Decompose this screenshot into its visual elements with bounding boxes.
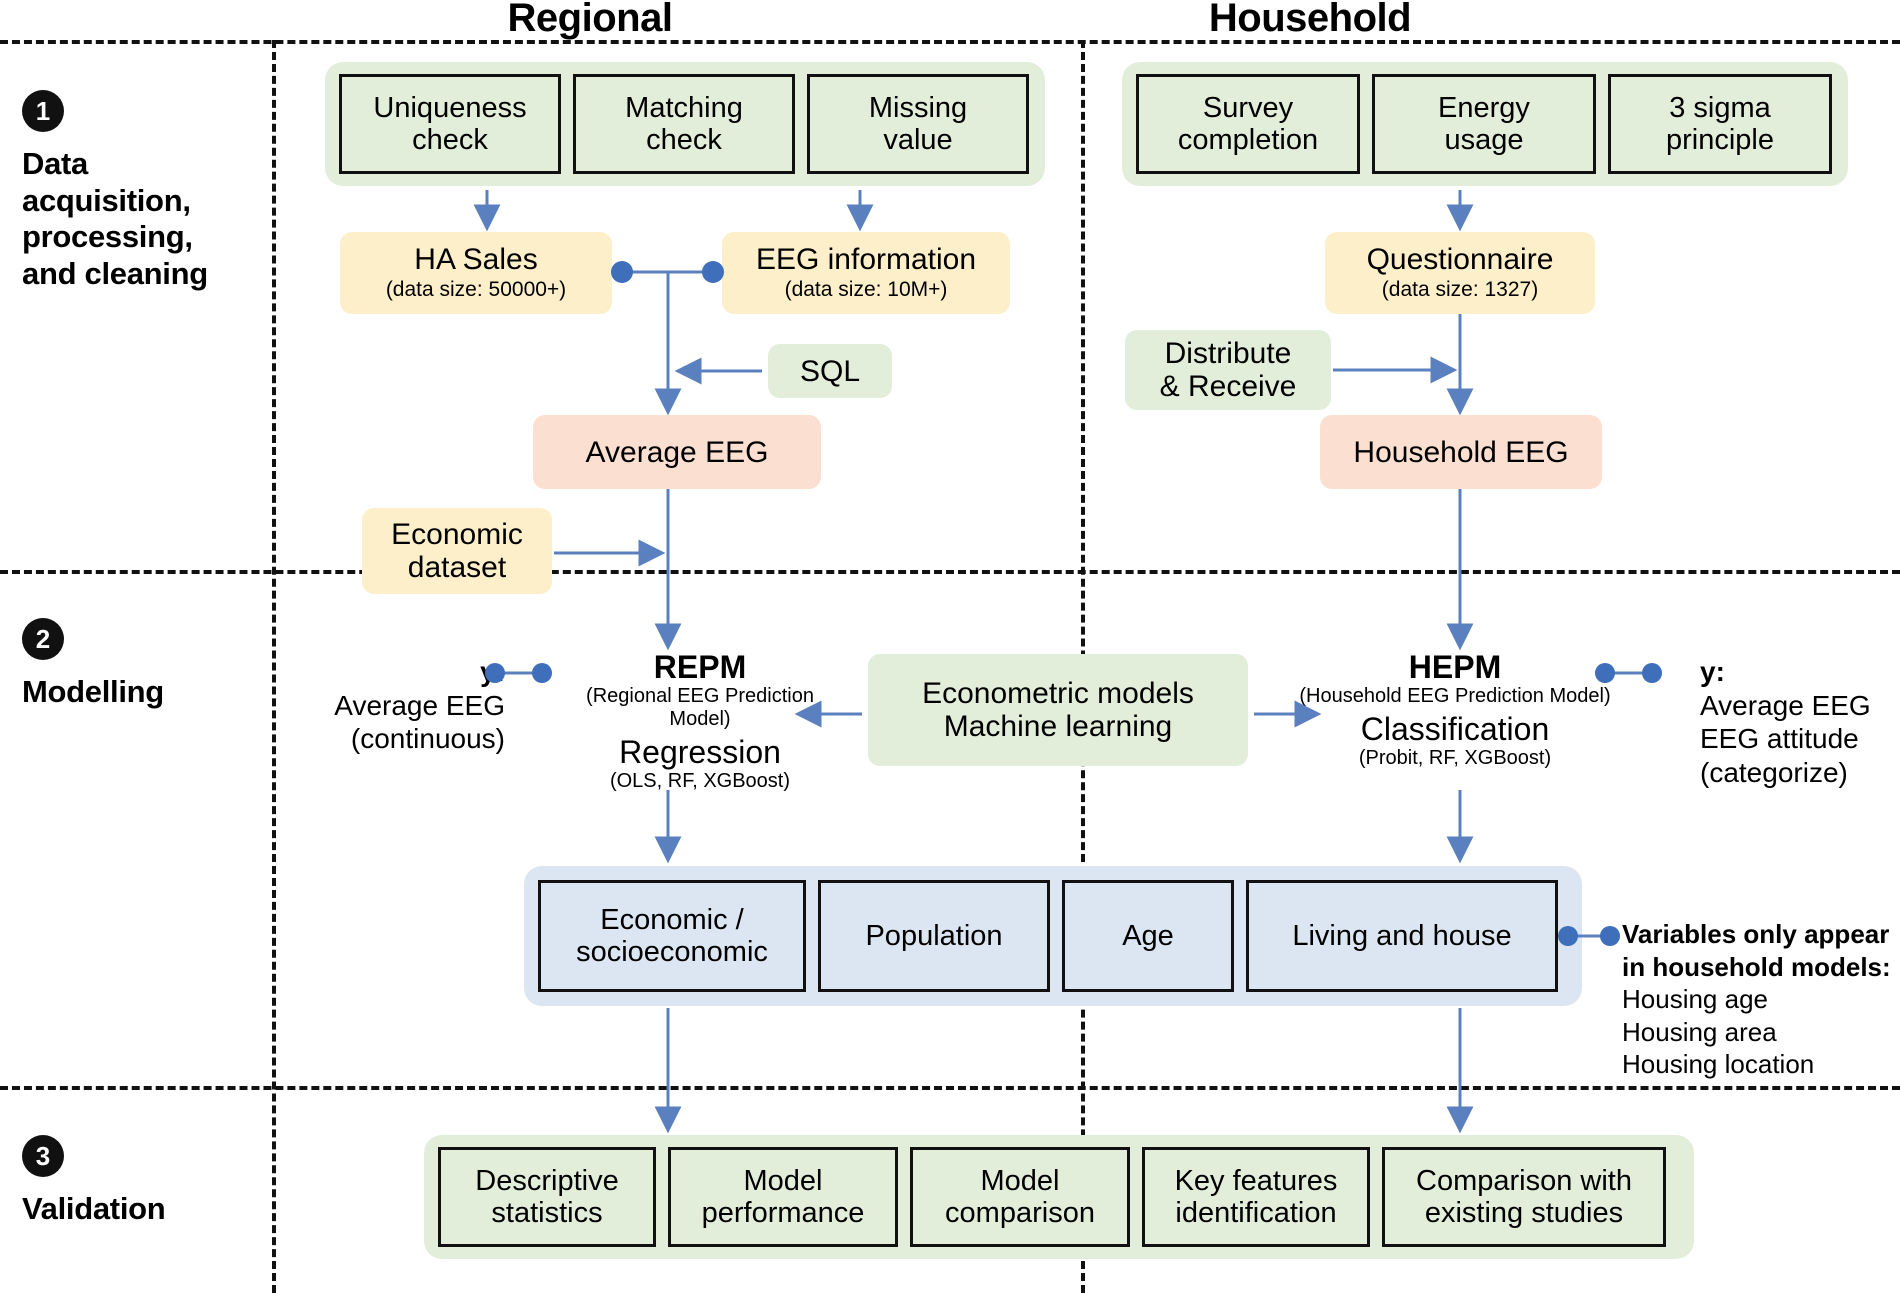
- divider-top: [0, 40, 1900, 44]
- stage-3-label: 3 Validation: [22, 1135, 262, 1228]
- regional-y-line-2: (continuous): [350, 723, 505, 755]
- repm-task: Regression: [619, 734, 781, 771]
- column-header-household: Household: [1208, 0, 1412, 40]
- link-dot-note-right: [1600, 926, 1620, 946]
- variable-box-economic-socioeconomic[interactable]: Economic / socioeconomic: [538, 880, 806, 992]
- source-meta: (data size: 10M+): [784, 278, 948, 302]
- source-name: Questionnaire: [1366, 243, 1554, 277]
- note-item-housing-area: Housing area: [1622, 1016, 1777, 1047]
- output-box-average-eeg[interactable]: Average EEG: [533, 415, 821, 489]
- stage-2-title: Modelling: [22, 674, 164, 709]
- source-box-eeg-information[interactable]: EEG information (data size: 10M+): [722, 232, 1010, 314]
- stage-1-title: Data acquisition, processing, and cleani…: [22, 146, 208, 291]
- validation-box-descriptive-statistics[interactable]: Descriptive statistics: [438, 1147, 656, 1247]
- output-label: Average EEG: [585, 435, 769, 469]
- check-box-uniqueness[interactable]: Uniqueness check: [339, 74, 561, 174]
- regional-target-variable: y: Average EEG (continuous): [295, 655, 505, 756]
- repm-algorithms: (OLS, RF, XGBoost): [609, 770, 791, 793]
- stage-2-number: 2: [22, 618, 64, 660]
- household-y-line-3: (categorize): [1700, 756, 1848, 788]
- household-only-variables-note: Variables only appear in household model…: [1622, 918, 1900, 1081]
- methods-box[interactable]: Econometric models Machine learning: [868, 654, 1248, 766]
- tool-box-sql[interactable]: SQL: [768, 344, 892, 398]
- link-dot-regional-y-right: [532, 663, 552, 683]
- household-y-key: y:: [1700, 656, 1725, 687]
- validation-box-model-comparison[interactable]: Model comparison: [910, 1147, 1130, 1247]
- source-name: EEG information: [755, 243, 977, 277]
- regional-y-key: y:: [480, 656, 505, 687]
- repm-full-name: (Regional EEG Prediction Model): [586, 685, 814, 731]
- household-checks-group: Survey completion Energy usage 3 sigma p…: [1122, 62, 1848, 186]
- check-box-matching[interactable]: Matching check: [573, 74, 795, 174]
- link-dot-right: [702, 261, 724, 283]
- note-item-housing-age: Housing age: [1622, 984, 1768, 1014]
- stage-1-label: 1 Data acquisition, processing, and clea…: [22, 90, 262, 292]
- source-box-questionnaire[interactable]: Questionnaire (data size: 1327): [1325, 232, 1595, 314]
- divider-stage-column: [272, 40, 276, 1293]
- column-header-regional: Regional: [507, 0, 673, 40]
- validation-group: Descriptive statistics Model performance…: [424, 1135, 1694, 1259]
- regional-checks-group: Uniqueness check Matching check Missing …: [325, 62, 1045, 186]
- tool-label: SQL: [799, 354, 861, 388]
- economic-dataset-box[interactable]: Economic dataset: [362, 508, 552, 594]
- methods-line-2: Machine learning: [943, 710, 1173, 743]
- stage-3-number: 3: [22, 1135, 64, 1177]
- variable-box-age[interactable]: Age: [1062, 880, 1234, 992]
- source-meta: (data size: 1327): [1381, 278, 1539, 302]
- source-box-ha-sales[interactable]: HA Sales (data size: 50000+): [340, 232, 612, 314]
- stage-3-title: Validation: [22, 1191, 166, 1226]
- check-box-missing-value[interactable]: Missing value: [807, 74, 1029, 174]
- hepm-full-name: (Household EEG Prediction Model): [1299, 685, 1611, 708]
- stage-1-number: 1: [22, 90, 64, 132]
- economic-dataset-label: Economic dataset: [391, 518, 523, 584]
- household-y-line-1: Average EEG: [1700, 689, 1871, 721]
- variables-group: Economic / socioeconomic Population Age …: [524, 866, 1582, 1006]
- validation-box-key-features-identification[interactable]: Key features identification: [1142, 1147, 1370, 1247]
- methods-line-1: Econometric models: [922, 677, 1194, 710]
- repm-name: REPM: [653, 649, 747, 685]
- divider-stage2-stage3: [0, 1086, 1900, 1090]
- validation-box-comparison-existing-studies[interactable]: Comparison with existing studies: [1382, 1147, 1666, 1247]
- hepm-algorithms: (Probit, RF, XGBoost): [1358, 747, 1552, 770]
- note-heading: Variables only appear in household model…: [1622, 919, 1891, 982]
- household-target-variable: y: Average EEG EEG attitude (categorize): [1700, 655, 1900, 789]
- validation-box-model-performance[interactable]: Model performance: [668, 1147, 898, 1247]
- stage-2-label: 2 Modelling: [22, 618, 262, 711]
- hepm-model-block: HEPM (Household EEG Prediction Model) Cl…: [1290, 649, 1620, 770]
- check-box-3-sigma-principle[interactable]: 3 sigma principle: [1608, 74, 1832, 174]
- link-dot-household-y-right: [1642, 663, 1662, 683]
- divider-stage1-stage2: [0, 570, 1900, 574]
- regional-y-line-1: Average EEG: [334, 689, 505, 721]
- source-name: HA Sales: [414, 243, 538, 277]
- hepm-name: HEPM: [1408, 649, 1502, 685]
- tool-label: Distribute & Receive: [1159, 337, 1297, 403]
- output-box-household-eeg[interactable]: Household EEG: [1320, 415, 1602, 489]
- link-dot-left: [611, 261, 633, 283]
- household-y-line-2: EEG attitude: [1700, 723, 1859, 755]
- tool-box-distribute-receive[interactable]: Distribute & Receive: [1125, 330, 1331, 410]
- variable-box-population[interactable]: Population: [818, 880, 1050, 992]
- repm-model-block: REPM (Regional EEG Prediction Model) Reg…: [570, 649, 830, 793]
- output-label: Household EEG: [1353, 435, 1569, 469]
- hepm-task: Classification: [1360, 711, 1550, 748]
- note-item-housing-location: Housing location: [1622, 1049, 1815, 1079]
- check-box-energy-usage[interactable]: Energy usage: [1372, 74, 1596, 174]
- variable-box-living-and-house[interactable]: Living and house: [1246, 880, 1558, 992]
- check-box-survey-completion[interactable]: Survey completion: [1136, 74, 1360, 174]
- source-meta: (data size: 50000+): [385, 278, 567, 302]
